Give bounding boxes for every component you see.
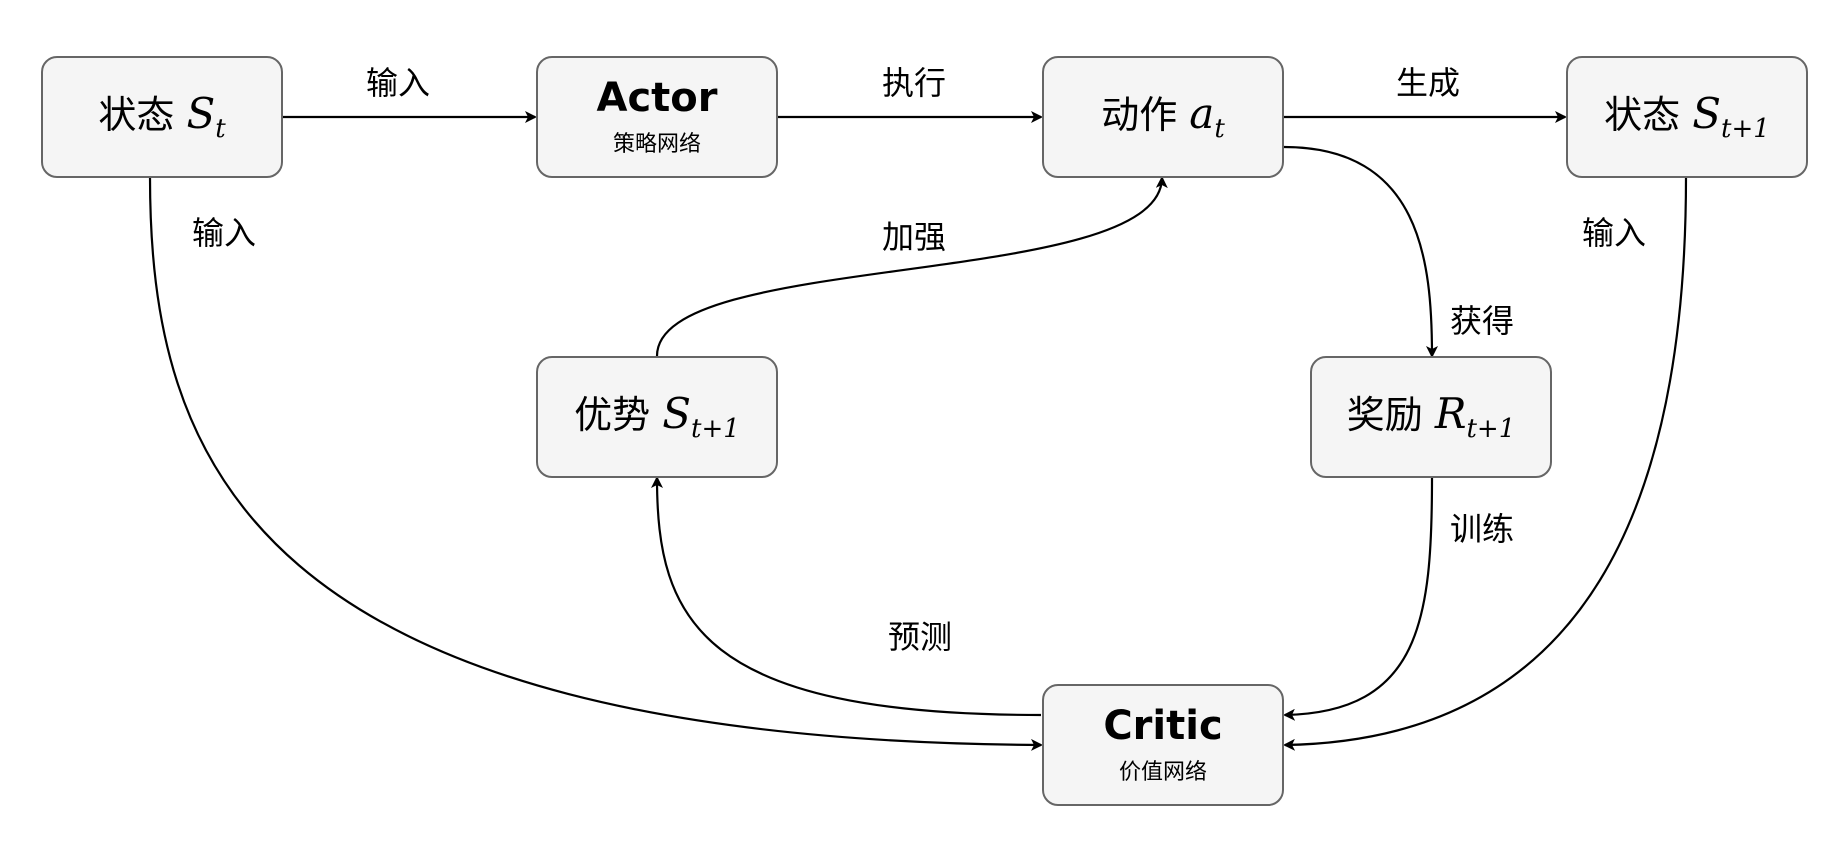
label-critic-to-advantage: 预测 <box>884 612 957 658</box>
node-actor-subtitle: 策略网络 <box>612 132 701 157</box>
node-advantage-label: 优势 <box>574 392 651 437</box>
node-advantage-symbol: St+1 <box>662 388 740 444</box>
label-state-to-actor: 输入 <box>362 58 435 104</box>
node-state-t-symbol: St <box>186 88 226 144</box>
node-advantage: 优势 St+1 <box>536 356 778 478</box>
label-action-to-reward: 获得 <box>1446 296 1519 342</box>
label-action-to-state-next: 生成 <box>1392 58 1465 104</box>
edge-action-to-reward <box>1283 145 1438 358</box>
node-action-label: 动作 <box>1101 92 1178 137</box>
label-reward-to-critic: 训练 <box>1446 504 1519 550</box>
node-reward-label: 奖励 <box>1346 392 1423 437</box>
node-state-t-label: 状态 <box>98 92 175 137</box>
node-actor: Actor 策略网络 <box>536 56 778 178</box>
edge-reward-to-critic <box>1283 477 1434 721</box>
node-reward-symbol: Rt+1 <box>1434 388 1516 444</box>
node-state-next: 状态 St+1 <box>1566 56 1808 178</box>
node-state-next-symbol: St+1 <box>1692 88 1770 144</box>
edge-critic-to-advantage <box>651 476 1042 717</box>
node-actor-title: Actor <box>596 75 718 121</box>
node-action-symbol: at <box>1189 88 1225 144</box>
node-action: 动作 at <box>1042 56 1284 178</box>
node-state-t: 状态 St <box>41 56 283 178</box>
edge-advantage-to-action <box>655 176 1168 357</box>
label-actor-to-action: 执行 <box>878 58 951 104</box>
node-critic-subtitle: 价值网络 <box>1118 760 1207 785</box>
node-state-next-label: 状态 <box>1604 92 1681 137</box>
label-advantage-to-action: 加强 <box>878 212 951 258</box>
node-critic: Critic 价值网络 <box>1042 684 1284 806</box>
label-state-to-critic: 输入 <box>188 208 261 254</box>
node-critic-title: Critic <box>1103 703 1223 749</box>
edge-state-to-critic <box>148 176 1043 751</box>
label-state-next-to-critic: 输入 <box>1578 208 1651 254</box>
node-reward: 奖励 Rt+1 <box>1310 356 1552 478</box>
edge-state-next-to-critic <box>1283 176 1688 751</box>
